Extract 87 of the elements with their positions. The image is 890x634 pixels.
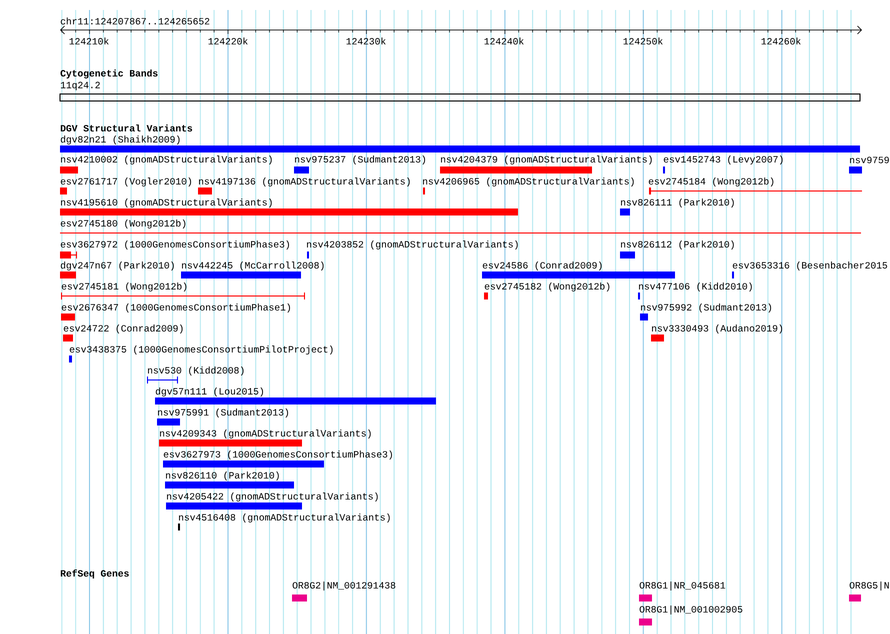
variant-feature: dgv82n21 (Shaikh2009) [60,136,860,152]
variant-feature: esv1452743 (Levy2007) [663,156,783,174]
node-label: dgv57n111 (Lou2015) [156,388,264,396]
gene-feature: OR8G5|N [849,582,889,602]
node-label: nsv4516408 (gnomADStructuralVariants) [179,514,390,522]
gene-feature: OR8G1|NR_045681 [639,582,726,602]
variant-feature: nsv975237 (Sudmant2013) [294,156,426,174]
node-label: OR8G1|NR_045681 [640,582,726,590]
variant-feature: nsv826110 (Park2010) [165,472,294,488]
node-label: nsv4210002 (gnomADStructuralVariants) [61,156,272,164]
variant-feature: esv24586 (Conrad2009) [482,262,676,278]
variant-feature: nsv9759 [849,156,889,174]
node-label: nsv4204379 (gnomADStructuralVariants) [441,156,652,164]
node-label: nsv826112 (Park2010) [621,240,734,250]
tick-label: 124220k [208,37,248,45]
variant-feature: esv2745182 (Wong2012b) [484,282,610,300]
node-label: OR8G1|NM_001002905 [640,606,742,614]
node-label: esv3653316 (Besenbacher2015 [732,262,888,270]
tick-label: 124210k [70,37,109,45]
gene-feature: OR8G2|NM_001291438 [292,582,396,602]
variant-feature: nsv826112 (Park2010) [620,240,734,258]
variant-feature: nsv3330493 (Audano2019) [651,324,782,342]
variant-feature: esv2676347 (1000GenomesConsortiumPhase1) [61,304,290,320]
node-label: dgv247n67 (Park2010) [60,262,174,270]
variant-feature: nsv530 (Kidd2008) [147,366,244,384]
variant-feature: nsv4204379 (gnomADStructuralVariants) [440,156,652,174]
node-label: nsv9759 [850,156,889,164]
node-label: nsv477106 (Kidd2010) [639,282,752,292]
node-label: nsv4203852 (gnomADStructuralVariants) [307,240,518,250]
variant-feature: esv3438375 (1000GenomesConsortiumPilotProject) [69,346,333,362]
node-label: esv1452743 (Levy2007) [664,156,783,164]
node-label: OR8G2|NM_001291438 [292,582,396,590]
variant-feature: nsv4197136 (gnomADStructuralVariants) [198,178,410,194]
position-label: chr11:124207867..124265652 [60,17,210,25]
node-label: OR8G5|N [850,582,889,590]
node-label: nsv4205422 (gnomADStructuralVariants) [167,492,378,502]
variant-feature: dgv247n67 (Park2010) [60,262,174,278]
track-heading: Cytogenetic Bands [60,70,158,78]
node-label: esv2676347 (1000GenomesConsortiumPhase1) [62,304,290,312]
node-label: esv24586 (Conrad2009) [482,262,602,270]
node-label: nsv4197136 (gnomADStructuralVariants) [199,178,410,186]
node-label: esv3627973 (1000GenomesConsortiumPhase3) [164,450,392,460]
variant-feature: dgv57n111 (Lou2015) [155,388,436,404]
node-label: nsv826111 (Park2010) [621,198,734,208]
variant-feature: esv3627973 (1000GenomesConsortiumPhase3) [163,450,392,468]
node-label: nsv4195610 (gnomADStructuralVariants) [61,198,272,208]
tick-label: 124230k [346,37,386,45]
tick-label: 124250k [624,37,663,45]
variant-feature: nsv4205422 (gnomADStructuralVariants) [166,492,378,510]
node-label: esv2761717 (Vogler2010) [60,178,192,186]
gene-feature: OR8G1|NM_001002905 [639,606,742,626]
variant-feature: nsv442245 (McCarroll2008) [181,262,324,278]
variant-feature: esv2745181 (Wong2012b) [61,282,305,300]
node-label: nsv4206965 (gnomADStructuralVariants) [423,178,634,186]
variant-feature: nsv4209343 (gnomADStructuralVariants) [159,430,371,446]
variant-feature: nsv4206965 (gnomADStructuralVariants) [423,178,634,194]
variant-feature: esv2745184 (Wong2012b) [648,178,863,194]
variant-feature: nsv4210002 (gnomADStructuralVariants) [60,156,272,174]
track-heading: RefSeq Genes [60,569,129,579]
variant-feature: esv2745180 (Wong2012b) [60,220,862,234]
node-label: nsv975991 (Sudmant2013) [158,408,288,418]
node-label: nsv826110 (Park2010) [166,472,279,480]
variant-feature: esv24722 (Conrad2009) [63,324,183,342]
variant-feature: nsv975991 (Sudmant2013) [157,408,288,426]
node-label: nsv3330493 (Audano2019) [652,324,782,334]
track-heading: DGV Structural Variants [60,124,192,132]
node-label: nsv4209343 (gnomADStructuralVariants) [160,430,371,438]
node-label: nsv442245 (McCarroll2008) [182,262,324,270]
variant-feature: esv3653316 (Besenbacher2015 [732,262,888,278]
variant-feature: esv3627972 (1000GenomesConsortiumPhase3) [60,240,289,259]
node-label: dgv82n21 (Shaikh2009) [60,136,180,144]
node-label: esv2745182 (Wong2012b) [484,282,610,292]
variant-feature: esv2761717 (Vogler2010) [60,178,192,194]
variant-feature: nsv975992 (Sudmant2013) [640,304,772,320]
node-label: nsv975992 (Sudmant2013) [641,304,772,312]
node-label: esv24722 (Conrad2009) [64,324,183,334]
tick-label: 124240k [484,37,524,45]
position-label: 11q24.2 [60,82,100,90]
variant-feature: nsv4203852 (gnomADStructuralVariants) [307,240,518,258]
variant-feature: nsv477106 (Kidd2010) [638,282,752,300]
variant-feature: nsv4516408 (gnomADStructuralVariants) [178,514,390,530]
node-label: esv3438375 (1000GenomesConsortiumPilotProject) [70,346,333,354]
node-label: nsv975237 (Sudmant2013) [295,156,426,164]
variant-feature: nsv4195610 (gnomADStructuralVariants) [60,198,518,216]
node-label: esv3627972 (1000GenomesConsortiumPhase3) [60,240,289,250]
tick-label: 124260k [762,37,801,45]
variant-feature: nsv826111 (Park2010) [620,198,734,216]
